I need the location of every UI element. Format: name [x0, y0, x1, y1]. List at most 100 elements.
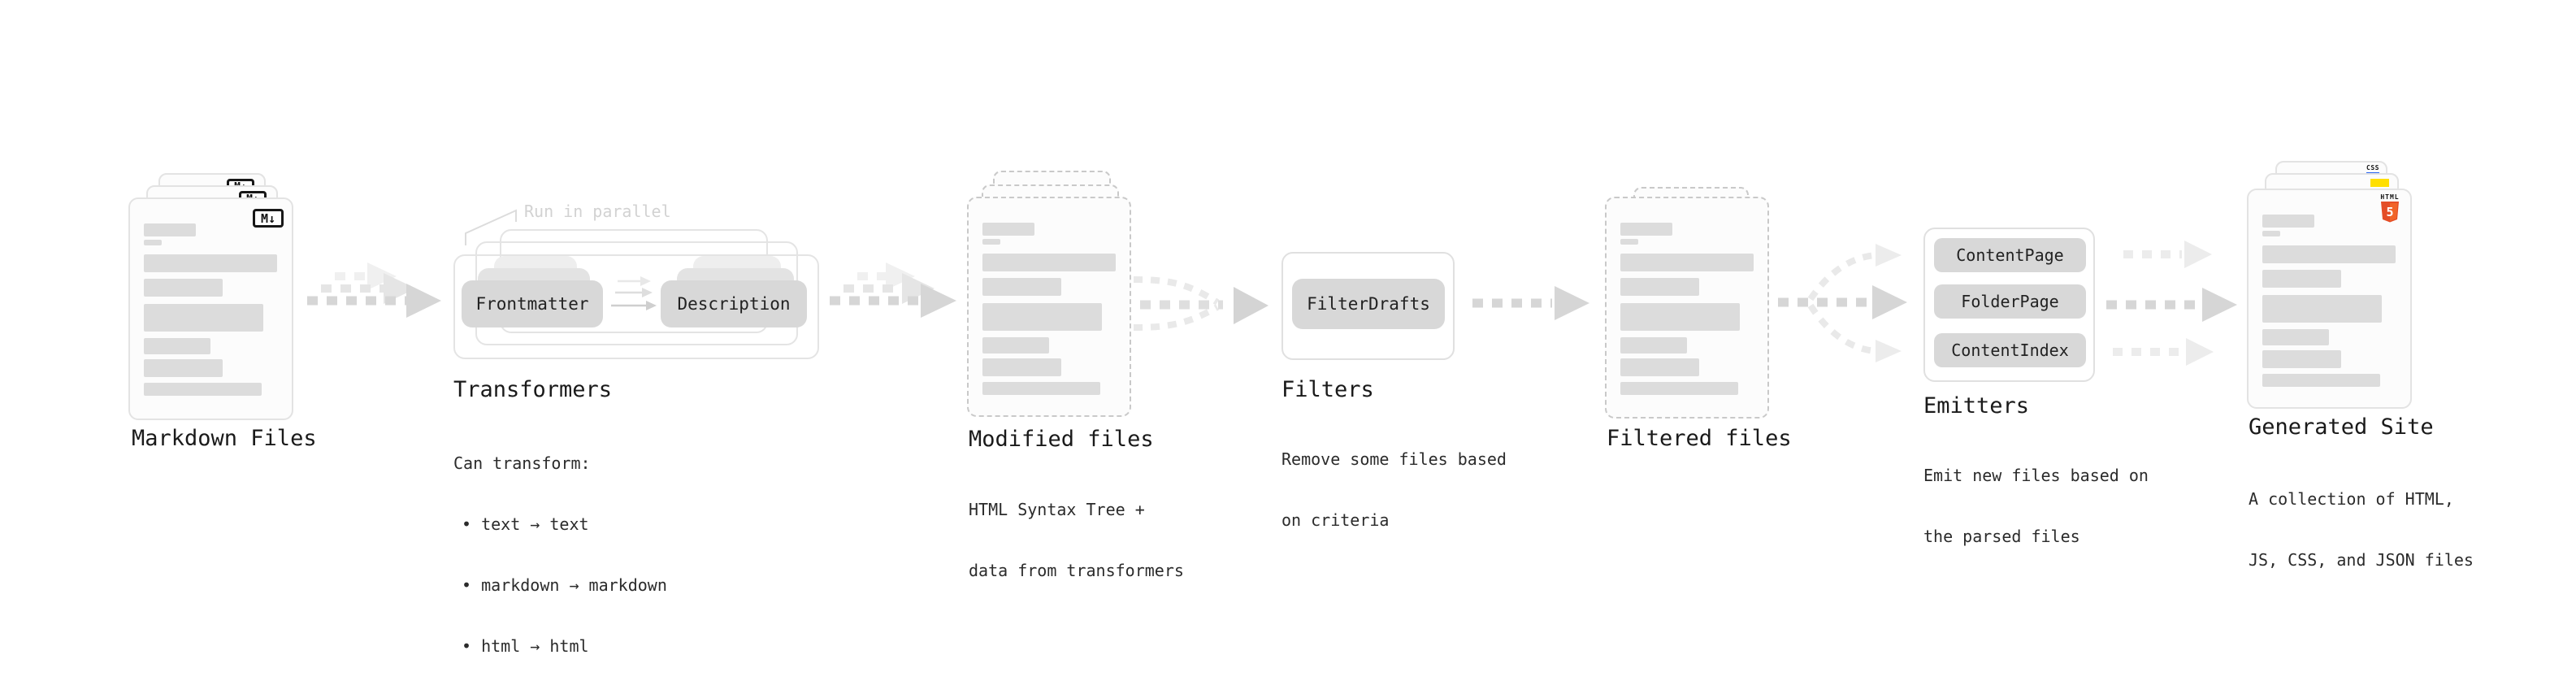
- doc-line: [2262, 295, 2382, 323]
- file-card: [1605, 197, 1769, 419]
- transformer-frame-front: [453, 254, 819, 359]
- css-icon-label: CSS: [2366, 164, 2379, 171]
- subtitle-line: Can transform:: [453, 453, 591, 473]
- arrow-head: [1872, 285, 1907, 319]
- fan-curve-top: [1807, 252, 1876, 301]
- html5-digit: 5: [2386, 205, 2393, 219]
- doc-line: [1620, 254, 1754, 271]
- arrow-head: [1876, 340, 1902, 362]
- stage-title: Modified files: [969, 427, 1154, 452]
- contentpage-pill: ContentPage: [1934, 238, 2086, 272]
- doc-line: [144, 304, 263, 332]
- arrow-head: [2184, 241, 2212, 268]
- filterdrafts-pill: FilterDrafts: [1292, 279, 1445, 329]
- arrow-transformers-to-modified: [830, 262, 956, 318]
- doc-placeholder-lines: [1620, 223, 1754, 395]
- doc-line: [982, 303, 1102, 331]
- subtitle-line: JS, CSS, and JSON files: [2249, 550, 2474, 570]
- arrow-filtered-to-emitters: [1778, 244, 1907, 362]
- doc-line: [2262, 350, 2341, 368]
- doc-placeholder-lines: [982, 223, 1116, 395]
- bullet-line: • html → html: [462, 636, 589, 656]
- stage-title: Markdown Files: [132, 426, 317, 451]
- doc-line: [982, 223, 1034, 236]
- arrow-head: [640, 276, 651, 286]
- arrow-modified-to-filters: [1133, 276, 1268, 331]
- stage-subtitle: Remove some files based on criteria: [1281, 409, 1507, 571]
- arrow-filters-to-filtered: [1472, 286, 1589, 320]
- doc-line: [1620, 278, 1699, 296]
- arrow-head: [886, 262, 915, 290]
- doc-line: [144, 223, 196, 236]
- arrow-head: [1555, 286, 1589, 320]
- stage-subtitle: A collection of HTML, JS, CSS, and JSON …: [2249, 449, 2474, 611]
- stage-subtitle: Can transform: • text → text • markdown …: [453, 413, 667, 681]
- arrows-emitters-to-generated: [2106, 241, 2237, 366]
- doc-line: [982, 358, 1061, 376]
- run-in-parallel-callout: Run in parallel: [524, 202, 671, 221]
- doc-line: [982, 254, 1116, 271]
- subtitle-line: HTML Syntax Tree +: [969, 500, 1145, 519]
- arrow-head: [2202, 288, 2237, 322]
- doc-line: [2262, 231, 2280, 236]
- doc-line: [1620, 358, 1699, 376]
- transformer-pill-arrows: [611, 276, 657, 310]
- description-pill: Description: [661, 280, 807, 327]
- doc-line: [1620, 239, 1638, 245]
- html5-icon-label: HTML: [2380, 193, 2400, 201]
- file-card: HTML 5: [2247, 189, 2412, 409]
- arrow-head: [406, 284, 441, 318]
- subtitle-line: data from transformers: [969, 561, 1184, 580]
- doc-line: [982, 337, 1049, 354]
- doc-line: [144, 383, 262, 396]
- stage-title: Emitters: [1923, 393, 2030, 419]
- subtitle-line: Emit new files based on: [1923, 466, 2149, 485]
- html5-shield-right: [2390, 202, 2398, 221]
- subtitle-line: on criteria: [1281, 510, 1390, 530]
- arrow-head: [646, 301, 657, 310]
- arrow-head: [921, 284, 956, 318]
- stage-subtitle: Emit new files based on the parsed files: [1923, 425, 2149, 588]
- doc-line: [982, 278, 1061, 296]
- stage-title: Transformers: [453, 377, 613, 402]
- stage-subtitle: HTML Syntax Tree + data from transformer…: [969, 459, 1184, 622]
- folderpage-pill: FolderPage: [1934, 284, 2086, 319]
- doc-line: [2262, 270, 2341, 288]
- doc-line: [144, 359, 223, 377]
- doc-line: [982, 239, 1000, 245]
- doc-line: [1620, 337, 1687, 354]
- doc-line: [2262, 329, 2329, 345]
- doc-line: [2262, 374, 2380, 387]
- markdown-icon: M↓: [253, 209, 284, 228]
- subtitle-line: Remove some files based: [1281, 449, 1507, 469]
- stage-title: Filters: [1281, 377, 1374, 402]
- doc-line: [144, 254, 277, 272]
- arrow-markdown-to-transformers: [307, 262, 441, 318]
- arrow-head: [2186, 338, 2214, 366]
- contentindex-pill: ContentIndex: [1934, 333, 2086, 367]
- html5-icon: HTML 5: [2379, 193, 2400, 227]
- arrow-head: [1234, 287, 1268, 324]
- arrow-head: [1876, 244, 1902, 267]
- arrow-head: [642, 288, 653, 297]
- doc-line: [144, 240, 162, 245]
- doc-line: [1620, 223, 1672, 236]
- doc-line: [1620, 382, 1738, 395]
- subtitle-line: the parsed files: [1923, 527, 2080, 546]
- fan-curve-bottom: [1807, 303, 1876, 354]
- frontmatter-pill: Frontmatter: [462, 280, 603, 327]
- doc-line: [982, 382, 1100, 395]
- doc-line: [2262, 245, 2396, 263]
- stage-title: Generated Site: [2249, 414, 2434, 440]
- javascript-icon: [2370, 179, 2389, 187]
- doc-line: [1620, 303, 1740, 331]
- callout-leader-line: [465, 209, 517, 245]
- doc-line: [144, 338, 210, 354]
- file-card: [967, 197, 1131, 417]
- bullet-line: • text → text: [462, 514, 589, 534]
- funnel-curve-bottom: [1133, 304, 1219, 331]
- bullet-line: • markdown → markdown: [462, 575, 667, 595]
- doc-placeholder-lines: [2262, 215, 2396, 387]
